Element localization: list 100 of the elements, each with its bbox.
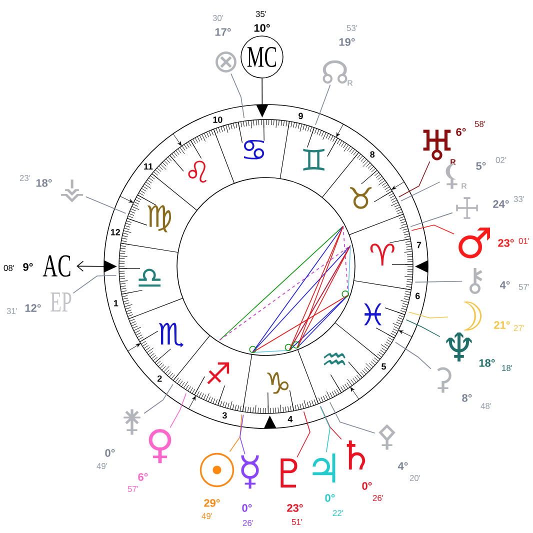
planet-glyph: ⚳ [437, 367, 452, 393]
minute-label: 33' [514, 196, 524, 202]
house-number: 10 [213, 116, 222, 123]
minute-label: 26' [242, 520, 254, 526]
zodiac-sign: ♐ [207, 362, 230, 384]
minute-label: 49' [202, 513, 212, 519]
minute-label: 51' [292, 519, 302, 525]
leader-line [240, 414, 246, 455]
house-number: 7 [416, 242, 422, 248]
house-number: 2 [157, 375, 162, 382]
house-number: 5 [382, 363, 386, 370]
zodiac-sign: ♊ [303, 148, 324, 171]
zodiac-sign: ♎ [138, 268, 161, 287]
planet-glyph: ♇ [280, 458, 298, 488]
zodiac-sign: ♉ [350, 187, 372, 209]
leader-line [144, 384, 174, 414]
degree-label: 4° [398, 462, 408, 470]
leader-line [410, 212, 453, 228]
degree-label: 18° [36, 179, 52, 187]
planet-glyph: ⚵ [124, 409, 140, 435]
degree-label: 0° [325, 494, 335, 502]
degree-label: 24° [493, 200, 509, 208]
degree-label: 18° [479, 359, 495, 367]
degree-label: 0° [362, 482, 372, 490]
leader-line [398, 161, 430, 198]
degree-label: 10° [254, 24, 270, 32]
planet-glyph: ⚴ [378, 424, 396, 450]
planet-glyph: ⊗ [216, 52, 236, 72]
leader-line [170, 393, 186, 428]
planet-glyph: ♀ [148, 428, 172, 464]
minute-label: 53' [346, 25, 358, 31]
leader-line [400, 182, 440, 202]
leader-line [296, 411, 310, 458]
minute-label: 20' [410, 475, 420, 481]
planet-glyph: ♂ [458, 228, 490, 258]
house-number: 6 [416, 292, 420, 300]
angle-label: AC [42, 255, 70, 277]
minute-label: 58' [474, 121, 486, 127]
degree-label: 19° [339, 38, 355, 46]
degree-label: 12° [25, 304, 41, 312]
leader-line [395, 342, 432, 370]
house-number: 8 [370, 151, 375, 158]
planet-glyph: ☿ [241, 455, 259, 489]
zodiac-sign: ♓ [364, 303, 382, 326]
minute-label: 27' [514, 325, 524, 331]
planet-glyph: ☽ [463, 301, 482, 331]
degree-label: 6° [138, 473, 148, 481]
degree-label: 0° [242, 504, 252, 512]
leader-line [315, 84, 331, 126]
planet-glyph: ⚷ [470, 268, 482, 294]
zodiac-sign: ♍ [147, 205, 172, 232]
house-number: 12 [110, 229, 120, 236]
planet-glyph: ♅ [423, 130, 451, 160]
minute-label: 01' [518, 238, 530, 244]
house-number: 11 [144, 163, 153, 170]
house-number: 9 [298, 112, 303, 120]
zodiac-sign: ♈ [370, 244, 394, 266]
degree-label: 23° [498, 239, 514, 247]
minute-label: 49' [96, 463, 108, 469]
degree-label: 4° [500, 281, 510, 289]
planet-glyph: ☉ [200, 452, 234, 488]
degree-label: 6° [456, 128, 466, 136]
house-number: 4 [288, 416, 293, 422]
degree-label: 23° [287, 504, 303, 512]
planet-glyph: ♃ [312, 453, 336, 483]
minute-label: 57' [128, 486, 138, 492]
leader-line [72, 275, 117, 294]
minute-label: 22' [332, 510, 344, 516]
minute-label: 48' [480, 403, 492, 409]
house-number: 3 [222, 412, 227, 419]
leader-line [406, 319, 440, 338]
minute-label: 31' [6, 308, 18, 314]
minute-label: 02' [496, 157, 506, 163]
degree-label: 8° [462, 394, 472, 402]
zodiac-sign: ♌ [188, 160, 207, 183]
leader-line [230, 73, 244, 118]
minute-label: 30' [212, 15, 224, 21]
zodiac-sign: ♒ [324, 352, 346, 366]
zodiac-sign: ♋ [244, 140, 264, 160]
planet-glyph: ♆ [446, 332, 472, 362]
degree-label: 9° [23, 263, 33, 271]
zodiac-sign: ♑ [267, 372, 289, 394]
leader-line [320, 406, 342, 440]
minute-label: 57' [518, 284, 530, 290]
minute-label: 26' [372, 495, 384, 501]
degree-label: 21° [494, 321, 510, 329]
degree-label: 17° [215, 28, 231, 36]
planet-glyph: ☊ [322, 60, 348, 84]
degree-label: 29° [204, 499, 220, 507]
leader-line [411, 224, 454, 234]
minute-label: 08' [4, 265, 14, 271]
leader-line [408, 312, 448, 318]
angle-label: EP [50, 292, 72, 312]
minute-label: 18' [502, 365, 512, 371]
planet-glyph: ⚶ [61, 180, 83, 202]
zodiac-sign: ♏ [158, 322, 184, 348]
degree-label: 0° [105, 449, 115, 457]
planet-glyph: ⚸ [446, 163, 458, 189]
degree-label: 5° [476, 162, 486, 170]
leader-line [414, 280, 463, 283]
